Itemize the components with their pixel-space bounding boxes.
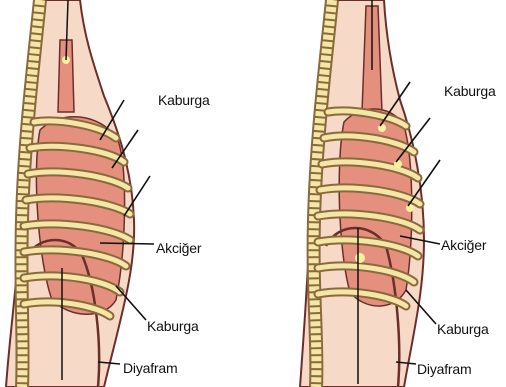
left-panel bbox=[6, 0, 154, 387]
left-label-kaburga-top: Kaburga bbox=[158, 92, 210, 108]
right-label-kaburga-bottom: Kaburga bbox=[437, 321, 489, 337]
right-label-kaburga-top: Kaburga bbox=[444, 83, 496, 99]
left-label-kaburga-bottom: Kaburga bbox=[147, 318, 199, 334]
left-label-diyafram: Diyafram bbox=[123, 360, 177, 376]
right-label-diyafram: Diyafram bbox=[417, 361, 471, 377]
right-label-akciger: Akciğer bbox=[441, 237, 486, 253]
right-panel bbox=[300, 0, 440, 387]
left-label-akciger: Akciğer bbox=[156, 240, 201, 256]
